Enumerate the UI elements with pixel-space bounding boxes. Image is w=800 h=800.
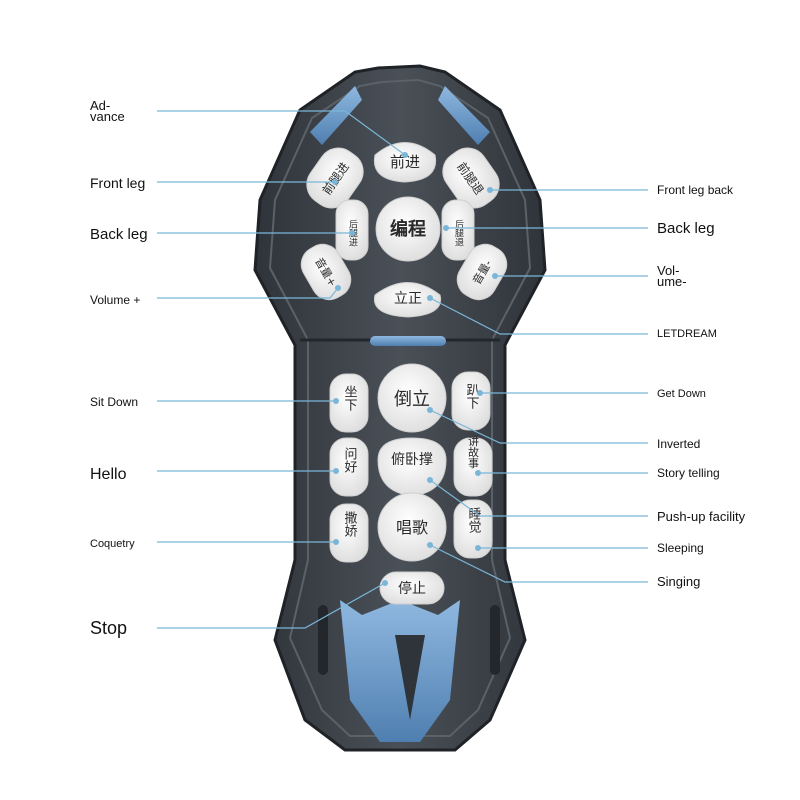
button-story[interactable]: 讲故事 (453, 434, 493, 497)
button-volume-minus[interactable]: 音量- (451, 238, 514, 306)
button-back-leg-back[interactable]: 后腿退 (441, 199, 475, 261)
button-pushup-label: 俯卧撑 (391, 452, 433, 468)
dot-coquetry (333, 539, 339, 545)
callout-advance-line1: Ad- (90, 98, 110, 113)
dot-back-leg-left (349, 230, 355, 236)
button-handstand[interactable]: 倒立 (377, 363, 447, 433)
button-handstand-label: 倒立 (394, 389, 430, 410)
callout-volume-minus: Vol- ume- (657, 263, 687, 289)
dot-get-down (477, 390, 483, 396)
button-stop[interactable]: 停止 (379, 571, 445, 605)
leader-advance (157, 110, 406, 156)
leader-volume-plus (157, 287, 339, 299)
dot-inverted (427, 407, 433, 413)
button-coquetry-label: 撒娇 (342, 510, 358, 537)
top-light-right (438, 86, 490, 145)
button-sleep[interactable]: 睡觉 (453, 499, 493, 559)
dot-sleeping (475, 545, 481, 551)
callout-letdream: LETDREAM (657, 328, 717, 340)
leader-singing (429, 544, 648, 583)
dot-story (475, 470, 481, 476)
callout-back-leg-left: Back leg (90, 226, 148, 243)
button-front-leg-advance[interactable]: 前腿进 (299, 140, 371, 216)
leader-dots (332, 152, 498, 586)
callout-singing: Singing (657, 574, 700, 589)
button-front-leg-back[interactable]: 前腿退 (435, 140, 507, 216)
leader-lines (157, 110, 648, 629)
dot-hello (333, 468, 339, 474)
button-get-down[interactable]: 趴下 (451, 371, 491, 431)
button-stand-label: 立正 (394, 291, 422, 307)
dot-back-leg-right (443, 225, 449, 231)
button-sing[interactable]: 唱歌 (377, 492, 447, 562)
leader-letdream (429, 297, 648, 335)
dot-singing (427, 542, 433, 548)
bottom-logo-inner (395, 635, 425, 720)
button-get-down-label: 趴下 (464, 383, 480, 409)
dot-sit-down (333, 398, 339, 404)
leader-stop (157, 582, 386, 629)
button-program[interactable]: 编程 (375, 196, 441, 262)
callout-volume-minus-line2: ume- (657, 274, 687, 289)
callout-coquetry: Coquetry (90, 538, 135, 550)
callout-story-telling: Story telling (657, 466, 720, 480)
button-advance-label: 前进 (390, 153, 420, 171)
button-stop-label: 停止 (398, 580, 426, 597)
dot-stop (382, 580, 388, 586)
dot-letdream (427, 295, 433, 301)
button-back-leg-back-label: 后腿退 (453, 219, 464, 246)
center-light-bar (370, 336, 446, 346)
callout-get-down: Get Down (657, 388, 706, 400)
callout-pushup: Push-up facility (657, 509, 746, 524)
callout-sit-down: Sit Down (90, 395, 138, 409)
button-advance[interactable]: 前进 (373, 142, 437, 183)
callout-back-leg-right: Back leg (657, 220, 715, 237)
button-story-label: 讲故事 (467, 434, 480, 468)
bottom-logo-v (340, 600, 460, 742)
remote-bevel (268, 78, 532, 737)
dot-advance (402, 152, 408, 158)
button-sit-down-label: 坐下 (342, 385, 358, 411)
dot-volume-minus (492, 273, 498, 279)
button-hello[interactable]: 问好 (329, 437, 369, 497)
leader-inverted (429, 409, 648, 444)
callout-sleeping: Sleeping (657, 541, 704, 555)
button-program-label: 编程 (390, 218, 426, 240)
button-sing-label: 唱歌 (396, 518, 428, 537)
dot-volume-plus (335, 285, 341, 291)
callout-front-leg-back: Front leg back (657, 183, 734, 197)
leader-pushup (429, 479, 648, 517)
button-hello-label: 问好 (342, 447, 358, 473)
dot-front-leg-back (487, 187, 493, 193)
callout-advance: Ad- vance (90, 98, 125, 124)
callout-front-leg: Front leg (90, 175, 145, 191)
dot-front-leg (332, 179, 338, 185)
side-slot-right (490, 605, 500, 675)
button-sit-down[interactable]: 坐下 (329, 373, 369, 433)
callout-hello: Hello (90, 466, 127, 483)
button-coquetry[interactable]: 撒娇 (329, 503, 369, 563)
button-pushup[interactable]: 俯卧撑 (377, 437, 447, 497)
callout-inverted: Inverted (657, 437, 700, 451)
callout-stop: Stop (90, 618, 127, 638)
side-slot-left (318, 605, 328, 675)
callout-volume-minus-line1: Vol- (657, 263, 679, 278)
button-stand[interactable]: 立正 (373, 282, 442, 318)
top-light-left (310, 86, 362, 145)
dot-pushup (427, 477, 433, 483)
callout-volume-plus: Volume + (90, 293, 140, 307)
callout-advance-line2: vance (90, 109, 125, 124)
